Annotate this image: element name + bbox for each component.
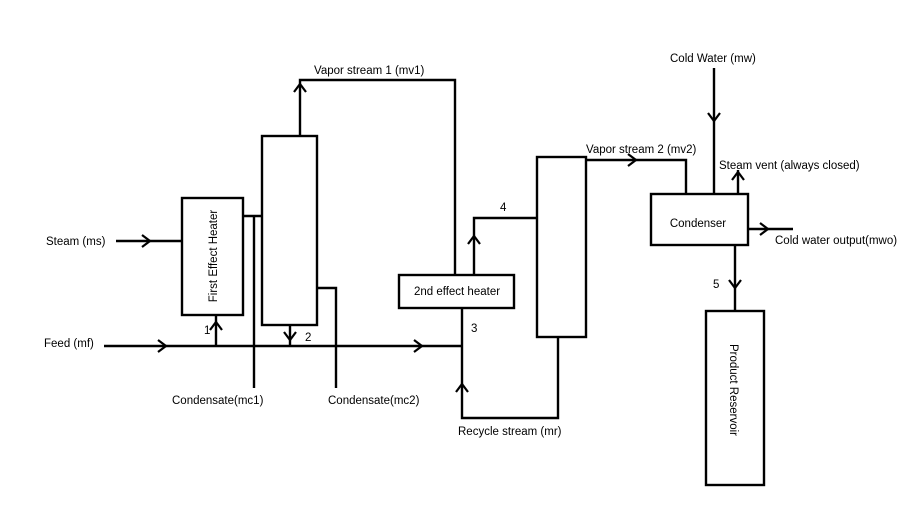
condensate-mc2-label: Condensate(mc2): [328, 395, 420, 407]
condenser-to-reservoir-line: [728, 245, 742, 311]
steam-label: Steam (ms): [46, 236, 106, 248]
condensate-mc1-label: Condensate(mc1): [172, 395, 264, 407]
recycle-stream-label: Recycle stream (mr): [458, 426, 562, 438]
condenser-box: [649, 192, 750, 247]
first-effect-heater-label: First Effect Heater: [208, 210, 220, 303]
second-effect-heater-box: [397, 273, 516, 310]
steam-vent-line: [731, 170, 745, 194]
point-5-label: 5: [713, 279, 719, 291]
recycle-stream-line: [455, 337, 560, 420]
second-heater-to-column-line: [467, 216, 537, 275]
second-effect-heater-label: 2nd effect heater: [414, 286, 500, 298]
cold-water-inlet-line: [707, 68, 721, 194]
vapor-stream-1-line: [293, 78, 457, 275]
first-effect-heater-box: [180, 196, 245, 317]
first-effect-column-box: [260, 134, 319, 327]
condensate-mc2-line: [317, 286, 338, 388]
product-reservoir-label: Product Reservoir: [727, 344, 739, 436]
steam-vent-label: Steam vent (always closed): [719, 160, 860, 172]
feed-to-first-heater-line: [209, 315, 223, 346]
feed-line: [104, 339, 462, 353]
condenser-label: Condenser: [670, 218, 726, 230]
point-4-label: 4: [500, 202, 507, 214]
vapor-stream-2-label: Vapor stream 2 (mv2): [586, 144, 697, 156]
vapor-stream-1-label: Vapor stream 1 (mv1): [314, 65, 425, 77]
vapor-stream-2-line: [586, 153, 688, 194]
point-3-label: 3: [471, 323, 477, 335]
second-effect-column-box: [535, 155, 588, 339]
cold-water-label: Cold Water (mw): [670, 53, 756, 65]
point-2-label: 2: [305, 332, 311, 344]
steam-inlet-line: [116, 234, 182, 248]
product-reservoir-box: [704, 309, 766, 487]
cold-water-output-label: Cold water output(mwo): [775, 235, 897, 247]
point-1-label: 1: [204, 325, 210, 337]
feed-label: Feed (mf): [44, 338, 94, 350]
cold-water-output-line: [748, 222, 793, 236]
column-bottom-to-feed-line: [283, 325, 297, 346]
